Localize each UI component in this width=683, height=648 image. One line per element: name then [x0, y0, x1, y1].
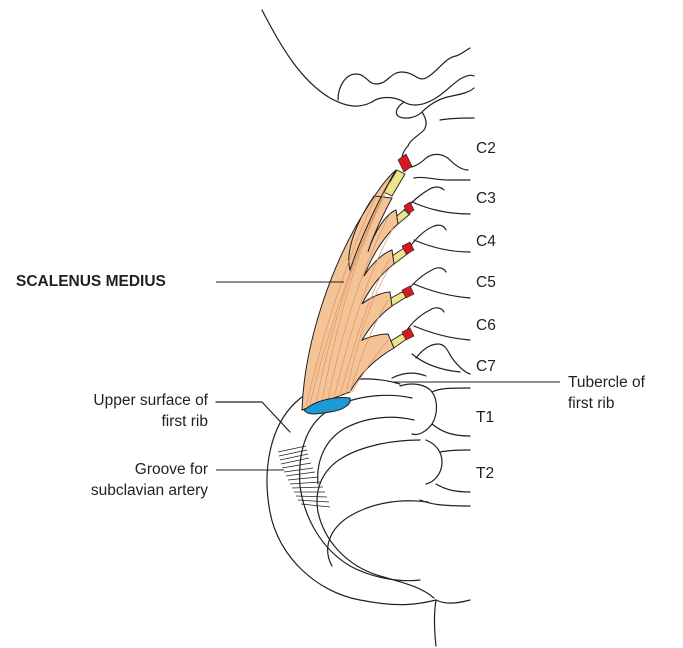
cervical-spine-outline	[392, 146, 470, 378]
label-c4: C4	[476, 231, 496, 252]
label-c5: C5	[476, 272, 496, 293]
label-scalenus-medius: SCALENUS MEDIUS	[16, 271, 166, 292]
leader-upper-surface	[216, 402, 290, 432]
ribs-outline	[267, 379, 470, 646]
thoracic-spine-outline	[400, 384, 470, 506]
label-c2: C2	[476, 138, 496, 159]
scalenus-medius-muscle	[302, 170, 398, 410]
label-c3: C3	[476, 188, 496, 209]
label-groove: Groove for subclavian artery	[36, 459, 208, 501]
label-tubercle: Tubercle of first rib	[568, 372, 645, 414]
label-groove-line2: subclavian artery	[36, 480, 208, 501]
label-c7: C7	[476, 356, 496, 377]
label-tubercle-line2: first rib	[568, 393, 645, 414]
label-tubercle-line1: Tubercle of	[568, 372, 645, 393]
skull-base-outline	[262, 10, 474, 146]
label-groove-line1: Groove for	[36, 459, 208, 480]
label-upper-surface-line2: first rib	[36, 411, 208, 432]
label-c6: C6	[476, 315, 496, 336]
label-upper-surface: Upper surface of first rib	[36, 390, 208, 432]
label-t1: T1	[476, 407, 494, 428]
label-upper-surface-line1: Upper surface of	[36, 390, 208, 411]
label-t2: T2	[476, 463, 494, 484]
